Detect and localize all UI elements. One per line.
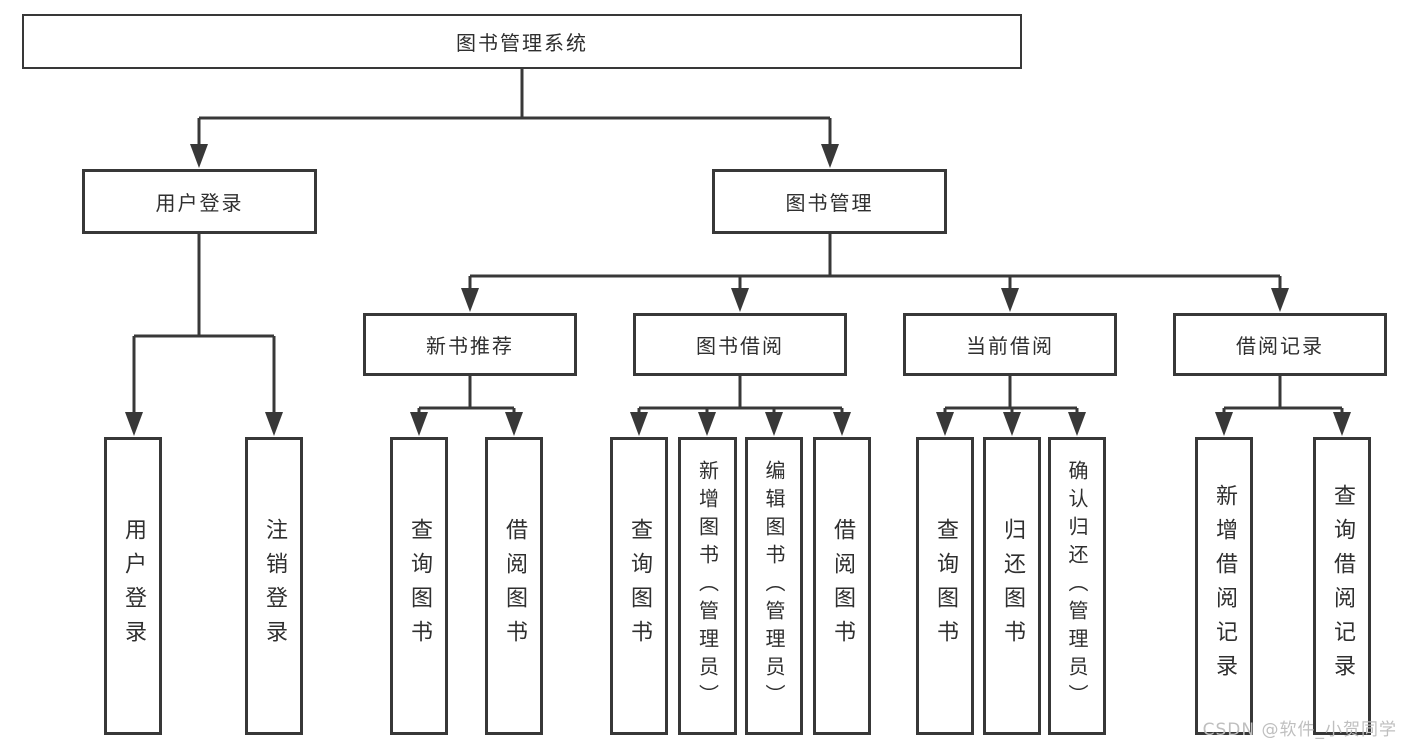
node-current-query-books: 查询图书 [916, 437, 974, 735]
node-library-system-label: 图书管理系统 [456, 31, 588, 55]
node-records-query-record-label: 查询借阅记录 [1330, 484, 1355, 688]
node-new-book-recommendation: 新书推荐 [363, 313, 577, 376]
node-borrowing-records: 借阅记录 [1173, 313, 1387, 376]
node-book-borrowing-label: 图书借阅 [696, 334, 784, 358]
node-current-return-books: 归还图书 [983, 437, 1041, 735]
node-recommend-query-books: 查询图书 [390, 437, 448, 735]
node-borrowing-query-books: 查询图书 [610, 437, 668, 735]
node-borrowing-borrow-books-label: 借阅图书 [830, 518, 855, 654]
node-recommend-borrow-books-label: 借阅图书 [502, 518, 527, 654]
node-borrowing-edit-books-admin: 编辑图书（管理员） [745, 437, 803, 735]
node-current-query-books-label: 查询图书 [933, 518, 958, 654]
node-records-add-record-label: 新增借阅记录 [1212, 484, 1237, 688]
node-borrowing-query-books-label: 查询图书 [627, 518, 652, 654]
node-borrowing-add-books-admin-label: 新增图书（管理员） [695, 460, 720, 712]
node-records-query-record: 查询借阅记录 [1313, 437, 1371, 735]
node-user-login-action-label: 用户登录 [121, 518, 146, 654]
node-book-management: 图书管理 [712, 169, 947, 234]
node-logout-action-label: 注销登录 [262, 518, 287, 654]
node-current-borrowing-label: 当前借阅 [966, 334, 1054, 358]
node-current-confirm-return-admin: 确认归还（管理员） [1048, 437, 1106, 735]
node-book-management-label: 图书管理 [785, 191, 874, 215]
node-current-return-books-label: 归还图书 [1000, 518, 1025, 654]
node-library-system: 图书管理系统 [22, 14, 1022, 69]
node-records-add-record: 新增借阅记录 [1195, 437, 1253, 735]
node-logout-action: 注销登录 [245, 437, 303, 735]
node-user-login-action: 用户登录 [104, 437, 162, 735]
node-book-borrowing: 图书借阅 [633, 313, 847, 376]
node-borrowing-edit-books-admin-label: 编辑图书（管理员） [762, 460, 786, 712]
node-borrowing-borrow-books: 借阅图书 [813, 437, 871, 735]
arrowheads [125, 144, 1351, 436]
node-recommend-borrow-books: 借阅图书 [485, 437, 543, 735]
csdn-watermark: CSDN @软件_小贺同学 [1202, 720, 1397, 740]
node-user-login-label: 用户登录 [155, 191, 244, 215]
node-user-login: 用户登录 [82, 169, 317, 234]
node-current-borrowing: 当前借阅 [903, 313, 1117, 376]
node-borrowing-add-books-admin: 新增图书（管理员） [678, 437, 737, 735]
node-recommend-query-books-label: 查询图书 [407, 518, 432, 654]
node-borrowing-records-label: 借阅记录 [1236, 334, 1324, 358]
node-new-book-recommendation-label: 新书推荐 [426, 334, 514, 358]
node-current-confirm-return-admin-label: 确认归还（管理员） [1065, 460, 1089, 712]
